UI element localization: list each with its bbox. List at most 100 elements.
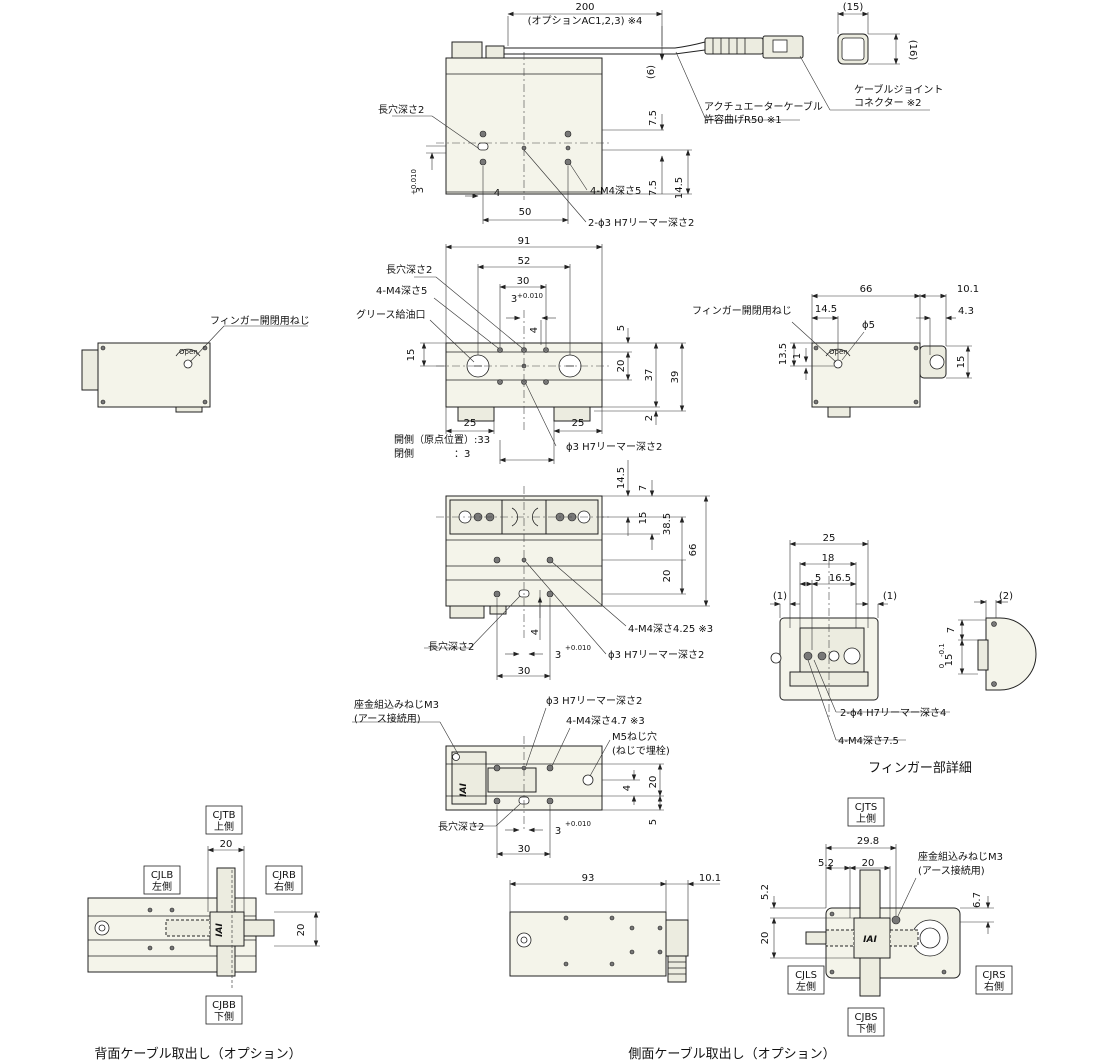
cjls-side: 左側 xyxy=(796,980,816,993)
cjrb-box xyxy=(265,865,303,895)
dim-30-a: 30 xyxy=(517,276,530,287)
dim-2: 2 xyxy=(644,415,655,421)
dim-20-a: 20 xyxy=(616,360,627,373)
tol-sup-c: +0.010 xyxy=(565,644,591,652)
dim-37: 37 xyxy=(644,369,655,382)
finger-screw-label-right: フィンガー開閉用ねじ xyxy=(692,305,792,317)
cjts-box xyxy=(847,797,885,827)
dim-30-b: 30 xyxy=(518,666,531,677)
cjls-box xyxy=(787,965,825,995)
m5-plug-label: (ねじで埋栓) xyxy=(612,744,670,757)
phi3-ream-label-a: 2-ϕ3 H7リーマー深さ2 xyxy=(588,217,694,229)
m4-depth7-5-label: 4-M4深さ7.5 xyxy=(838,735,899,747)
side-cable-option-view xyxy=(770,844,994,997)
bottom-view xyxy=(424,460,710,680)
phi5-label: ϕ5 xyxy=(862,320,875,331)
cjlb-side: 左側 xyxy=(152,880,172,893)
back-cable-title: 背面ケーブル取出し（オプション） xyxy=(94,1046,301,1062)
dim-4-c: 4 xyxy=(530,629,541,635)
bend-radius-label: 許容曲げR50 ※1 xyxy=(704,113,782,126)
cjbb-side: 下側 xyxy=(214,1010,234,1023)
phi4-ream-label: 2-ϕ4 H7リーマー深さ4 xyxy=(840,707,946,719)
dim-16-5: 16.5 xyxy=(829,573,851,584)
cjtb-side: 上側 xyxy=(214,820,234,833)
tol-sup-d: +0.010 xyxy=(565,820,591,828)
actuator-cable-label: アクチュエーターケーブル xyxy=(704,100,823,113)
phi3-ream-label-c: ϕ3 H7リーマー深さ2 xyxy=(608,649,704,661)
dim-20-e: 20 xyxy=(296,924,307,937)
tol-15-sub: -0.1 xyxy=(938,643,946,657)
dim-14-5-c: 14.5 xyxy=(616,467,627,489)
dim-5-2-a: 5.2 xyxy=(818,858,834,869)
dim-52: 52 xyxy=(518,256,531,267)
tol-3-c: 3 xyxy=(555,650,561,661)
dim-5-2-b: 5.2 xyxy=(760,884,771,900)
dim-1p-left: (1) xyxy=(773,591,787,602)
cjrb-code: CJRB xyxy=(272,870,296,881)
cjrs-side: 右側 xyxy=(984,980,1004,993)
dim-91: 91 xyxy=(518,236,531,247)
dim-1p-right: (1) xyxy=(883,591,897,602)
dim-7-b: 7 xyxy=(946,627,957,633)
dim-15-c: 15 xyxy=(638,512,649,525)
side-cable-bottom-view xyxy=(352,707,664,858)
slot-depth-label-3: 長穴深さ2 xyxy=(428,640,474,653)
cjtb-code: CJTB xyxy=(213,810,236,821)
dim-20-c: 20 xyxy=(648,776,659,789)
dim-4-d: 4 xyxy=(622,785,633,791)
phi3-ream-label-b: ϕ3 H7リーマー深さ2 xyxy=(566,441,662,453)
cjls-code: CJLS xyxy=(795,970,817,981)
dim-2p: (2) xyxy=(999,591,1013,602)
slot-depth-label-2: 長穴深さ2 xyxy=(386,263,432,276)
m4-depth5-label-b: 4-M4深さ5 xyxy=(376,285,427,297)
washer-screw-note-a: (アース接続用) xyxy=(354,712,421,725)
cjts-code: CJTS xyxy=(855,802,877,813)
cjts-side: 上側 xyxy=(856,812,876,825)
cjrb-side: 右側 xyxy=(274,880,294,893)
m4-depth425-label: 4-M4深さ4.25 ※3 xyxy=(628,623,713,635)
dim-4-b: 4 xyxy=(529,327,540,333)
top-view xyxy=(392,10,930,224)
cjbs-box xyxy=(847,1007,885,1037)
dim-5-c: 5 xyxy=(648,819,659,825)
dim-14-5-a: 14.5 xyxy=(674,177,685,199)
dim-5-b: 5 xyxy=(815,573,821,584)
open-mark-right: Open xyxy=(829,348,848,356)
dim-18: 18 xyxy=(822,553,835,564)
dim-25-b: 25 xyxy=(572,418,585,429)
dim-20-g: 20 xyxy=(760,932,771,945)
dim-66-b: 66 xyxy=(688,544,699,557)
cjtb-box xyxy=(205,805,243,835)
dim-6p: (6) xyxy=(646,65,657,79)
dim-25-c: 25 xyxy=(823,533,836,544)
dim-7-5-a: 7.5 xyxy=(648,110,659,126)
iai-logo-side: IAI xyxy=(863,935,877,945)
connector-end-view xyxy=(837,11,900,65)
back-cable-option-view xyxy=(87,846,320,990)
dim-15-a: 15 xyxy=(406,349,417,362)
dim-13-5: 13.5 xyxy=(778,343,789,365)
tol-15-sup: 0 xyxy=(938,664,946,668)
dim-15-b: 15 xyxy=(956,356,967,369)
dim-93: 93 xyxy=(582,873,595,884)
annotation-labels: 200 (オプションAC1,2,3) ※4 (15) (16) (6) ケーブル… xyxy=(94,2,1013,1062)
dim-7-5-b: 7.5 xyxy=(648,180,659,196)
dim-10-1-b: 10.1 xyxy=(699,873,721,884)
m4-depth4-7-label: 4-M4深さ4.7 ※3 xyxy=(566,715,645,727)
dim-7-a: 7 xyxy=(638,485,649,491)
front-view xyxy=(414,244,686,464)
m4-depth5-label-a: 4-M4深さ5 xyxy=(590,185,641,197)
grease-port-label: グリース給油口 xyxy=(356,308,426,321)
cjrs-box xyxy=(975,965,1013,995)
tol-3-d: 3 xyxy=(555,826,561,837)
side-cable-side-view xyxy=(509,880,720,983)
tol-15: 15 xyxy=(944,654,955,667)
washer-screw-label-a: 座金組込みねじM3 xyxy=(354,698,439,711)
dim-39: 39 xyxy=(670,371,681,384)
finger-detail-title: フィンガー部詳細 xyxy=(868,760,972,776)
dim-14-5-b: 14.5 xyxy=(815,304,837,315)
tol-sup-b: +0.010 xyxy=(517,292,543,300)
dim-38-5: 38.5 xyxy=(662,513,673,535)
tol-sup-a: +0.010 xyxy=(410,169,418,195)
dim-16p: (16) xyxy=(907,40,918,61)
